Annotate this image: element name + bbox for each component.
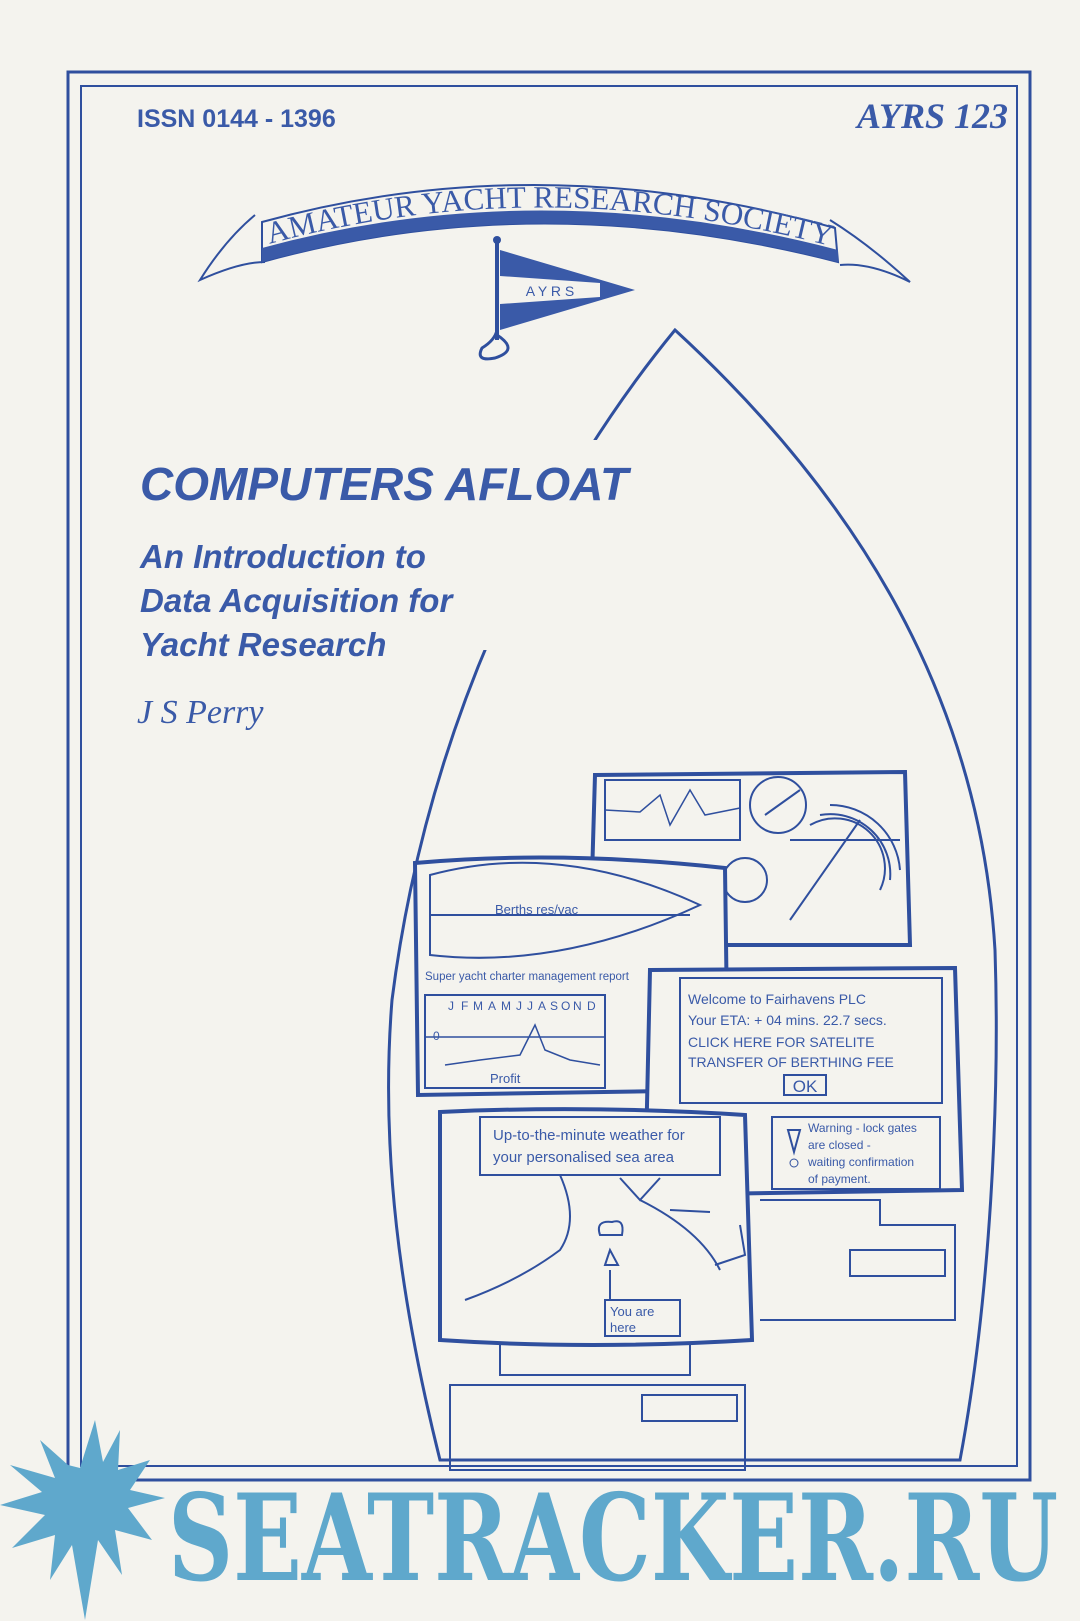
series-number: AYRS 123 [855,96,1008,136]
svg-text:F: F [461,999,468,1013]
you-are-here: You are [610,1304,654,1319]
you-are-here: here [610,1320,636,1335]
berths-label: Berths res/vac [495,902,579,917]
flag-text: A Y R S [526,283,575,299]
ok-button: OK [793,1077,818,1096]
subtitle-line-1: An Introduction to [139,538,426,575]
transfer-line-1: CLICK HERE FOR SATELITE [688,1034,874,1050]
outer-border [66,70,1032,1482]
warning-line: Warning - lock gates [808,1121,917,1135]
svg-text:S: S [550,999,558,1013]
svg-text:M: M [473,999,483,1013]
watermark-text: SEATRACKER.RU [168,1468,1058,1609]
warning-line: waiting confirmation [807,1155,914,1169]
weather-line: your personalised sea area [493,1149,675,1166]
warning-line: are closed - [808,1138,871,1152]
svg-text:D: D [587,999,596,1013]
svg-text:J: J [527,999,533,1013]
svg-text:M: M [501,999,511,1013]
seatracker-logo: SEATRACKER.RU [0,1420,1058,1620]
svg-text:J: J [516,999,522,1013]
svg-text:O: O [561,999,570,1013]
subtitle-line-2: Data Acquisition for [140,582,454,619]
issn: ISSN 0144 - 1396 [137,105,336,133]
title: COMPUTERS AFLOAT [140,458,632,510]
svg-text:J: J [448,999,454,1013]
weather-line: Up-to-the-minute weather for [493,1127,685,1144]
svg-text:N: N [573,999,582,1013]
zero-label: 0 [433,1029,440,1043]
eta-line: Your ETA: + 04 mins. 22.7 secs. [688,1012,887,1028]
svg-text:A: A [538,999,546,1013]
welcome-line: Welcome to Fairhavens PLC [688,991,866,1007]
weather-monitor: Up-to-the-minute weather for your person… [438,1107,755,1471]
report-title: Super yacht charter management report [425,971,630,983]
author: J S Perry [137,694,264,731]
svg-text:A: A [488,999,496,1013]
inner-border [80,85,1018,1467]
sunburst-icon [0,1420,165,1620]
subtitle-line-3: Yacht Research [140,626,386,663]
warning-line: of payment. [808,1172,871,1186]
transfer-line-2: TRANSFER OF BERTHING FEE [688,1054,894,1070]
hull-outline [387,327,998,1462]
profit-label: Profit [490,1071,521,1086]
ayrs-flag: A Y R S [478,236,635,361]
